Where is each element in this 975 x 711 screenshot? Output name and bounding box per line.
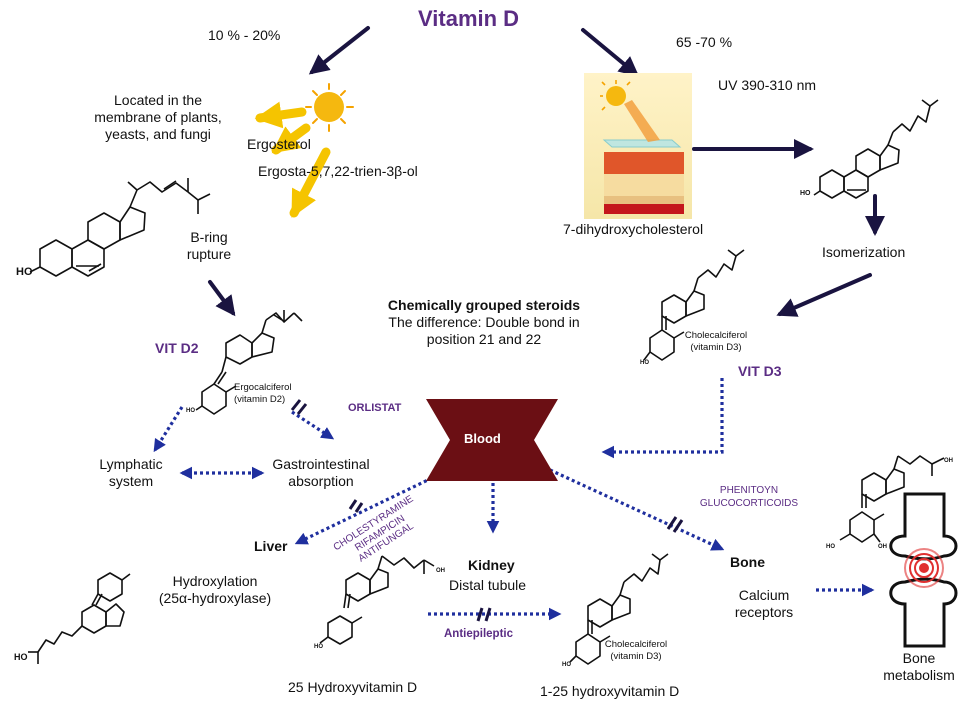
antiepileptic-label: Antiepileptic: [444, 628, 514, 640]
inhibition-bone: [666, 516, 684, 533]
hydroxyvitamin-25-structure: [319, 555, 435, 645]
atom-labels: HO HO HO HO HO HO OH HO HO OH OH: [14, 190, 953, 668]
liver-label: Liver: [254, 538, 288, 554]
blood-shape: [426, 399, 558, 481]
chem-grouped-note: Chemically grouped steroids The differen…: [387, 297, 581, 347]
svg-text:OH: OH: [944, 458, 953, 464]
svg-text:HO: HO: [314, 644, 323, 650]
seven-dhc-structure: [813, 99, 939, 199]
cholecalciferol-top-label: Cholecalciferol(vitamin D3): [684, 330, 748, 353]
isomerization-label: Isomerization: [822, 244, 906, 260]
arrow-ergosterol-to-d2: [208, 280, 236, 317]
ergosterol-structure: [29, 178, 211, 277]
sun-icon: [254, 83, 354, 218]
page-title: Vitamin D: [418, 6, 520, 31]
svg-text:HO: HO: [640, 360, 649, 366]
arrow-title-to-sun: [308, 26, 370, 75]
arrow-title-to-skin: [581, 28, 640, 77]
arrow-d3-to-blood: [601, 378, 724, 459]
uv-label: UV 390-310 nm: [718, 77, 817, 93]
vit-d3-label: VIT D3: [738, 363, 782, 379]
hydroxyvitamin-125-structure: [569, 553, 669, 665]
kidney-label: Kidney: [468, 557, 515, 573]
arrow-d2-to-gi: [291, 410, 335, 440]
svg-text:HO: HO: [186, 408, 195, 414]
vit-d2-label: VIT D2: [155, 340, 199, 356]
bone-molecule-structure: [839, 455, 945, 543]
percent-right-label: 65 -70 %: [676, 34, 733, 50]
hydroxylation-label: Hydroxylation(25α-hydroxylase): [158, 573, 272, 606]
dark-arrows: [208, 26, 885, 317]
inhibition-kidney: [476, 607, 492, 622]
inhibition-orlistat: [290, 399, 308, 415]
bone-label: Bone: [730, 554, 765, 570]
hydroxyvitamin-25-label: 25 Hydroxyvitamin D: [288, 679, 418, 695]
hydroxyvitamin-125-label: 1-25 hydroxyvitamin D: [540, 683, 680, 699]
seven-dhc-label: 7-dihydroxycholesterol: [563, 221, 704, 237]
percent-left-label: 10 % - 20%: [208, 27, 281, 43]
cholecalciferol-top-structure: [643, 249, 745, 361]
svg-text:HO: HO: [14, 652, 28, 662]
dotted-arrows: [153, 378, 875, 621]
cholecalciferol-bottom-label: Cholecalciferol(vitamin D3): [604, 639, 668, 662]
svg-text:HO: HO: [800, 190, 811, 197]
arrow-d2-to-lymphatic: [153, 406, 184, 453]
ergosterol-iupac-label: Ergosta-5,7,22-trien-3β-ol: [258, 163, 418, 179]
orlistat-label: ORLISTAT: [348, 402, 402, 414]
blood-label: Blood: [464, 431, 501, 446]
ergocalciferol-structure: [195, 310, 303, 415]
arrow-blood-to-bone: [549, 468, 725, 551]
bone-joint-image: [889, 492, 958, 648]
sun-rays: [254, 101, 331, 218]
svg-text:HO: HO: [562, 662, 571, 668]
svg-text:OH: OH: [436, 568, 445, 574]
svg-text:OH: OH: [878, 544, 887, 550]
svg-text:HO: HO: [16, 266, 33, 278]
distal-tubule-label: Distal tubule: [449, 577, 527, 593]
ergosterol-label: Ergosterol: [247, 136, 311, 152]
ergocalciferol-label: Ergocalciferol(vitamin D2): [234, 382, 292, 405]
inhibition-liver: [348, 499, 364, 513]
hydroxylation-structure: [28, 572, 131, 664]
arrow-blood-to-liver: [294, 476, 433, 545]
skin-cross-section-image: [584, 73, 692, 219]
inhibition-marks: [290, 399, 684, 622]
arrow-isomerization-to-d3: [776, 273, 872, 317]
svg-text:HO: HO: [826, 544, 835, 550]
